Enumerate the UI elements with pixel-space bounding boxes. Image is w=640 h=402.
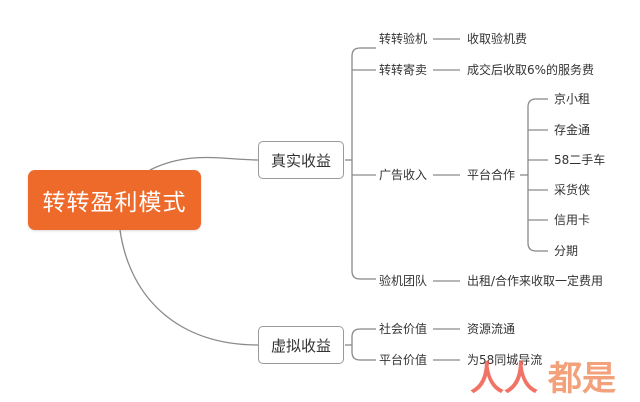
- partner-item[interactable]: 采货侠: [554, 183, 591, 197]
- detail-resource-circulation[interactable]: 资源流通: [467, 322, 516, 336]
- detail-service-fee[interactable]: 成交后收取6%的服务费: [467, 63, 595, 77]
- detail-platform-cooperation[interactable]: 平台合作: [467, 168, 516, 182]
- partner-item[interactable]: 存金通: [554, 123, 591, 137]
- node-virtual-income[interactable]: 虚拟收益: [258, 326, 344, 364]
- watermark-icon: 人人 都是: [470, 359, 616, 399]
- node-real-income[interactable]: 真实收益: [258, 141, 344, 179]
- detail-traffic-diversion[interactable]: 为58同城导流: [467, 353, 543, 367]
- detail-rental-fee[interactable]: 出租/合作来收取一定费用: [467, 274, 604, 288]
- real-income-label: 真实收益: [270, 151, 331, 170]
- virtual-income-label: 虚拟收益: [270, 336, 331, 355]
- node-inspection-team[interactable]: 验机团队: [379, 274, 428, 288]
- partner-item[interactable]: 58二手车: [554, 153, 606, 167]
- svg-text:人人: 人人: [470, 359, 538, 398]
- watermark-logo: 人人 都是: [468, 350, 638, 399]
- partner-item[interactable]: 信用卡: [554, 213, 591, 227]
- svg-text:都是: 都是: [547, 359, 616, 398]
- root-node[interactable]: 转转盈利模式: [28, 170, 201, 230]
- node-inspection[interactable]: 转转验机: [379, 32, 428, 46]
- partner-item[interactable]: 京小租: [554, 92, 591, 106]
- node-ad-revenue[interactable]: 广告收入: [379, 168, 428, 182]
- partner-item[interactable]: 分期: [554, 244, 579, 258]
- root-label: 转转盈利模式: [42, 190, 187, 216]
- node-consignment[interactable]: 转转寄卖: [379, 63, 428, 77]
- node-platform-value[interactable]: 平台价值: [379, 353, 428, 367]
- node-social-value[interactable]: 社会价值: [379, 322, 428, 336]
- detail-inspection-fee[interactable]: 收取验机费: [467, 32, 528, 46]
